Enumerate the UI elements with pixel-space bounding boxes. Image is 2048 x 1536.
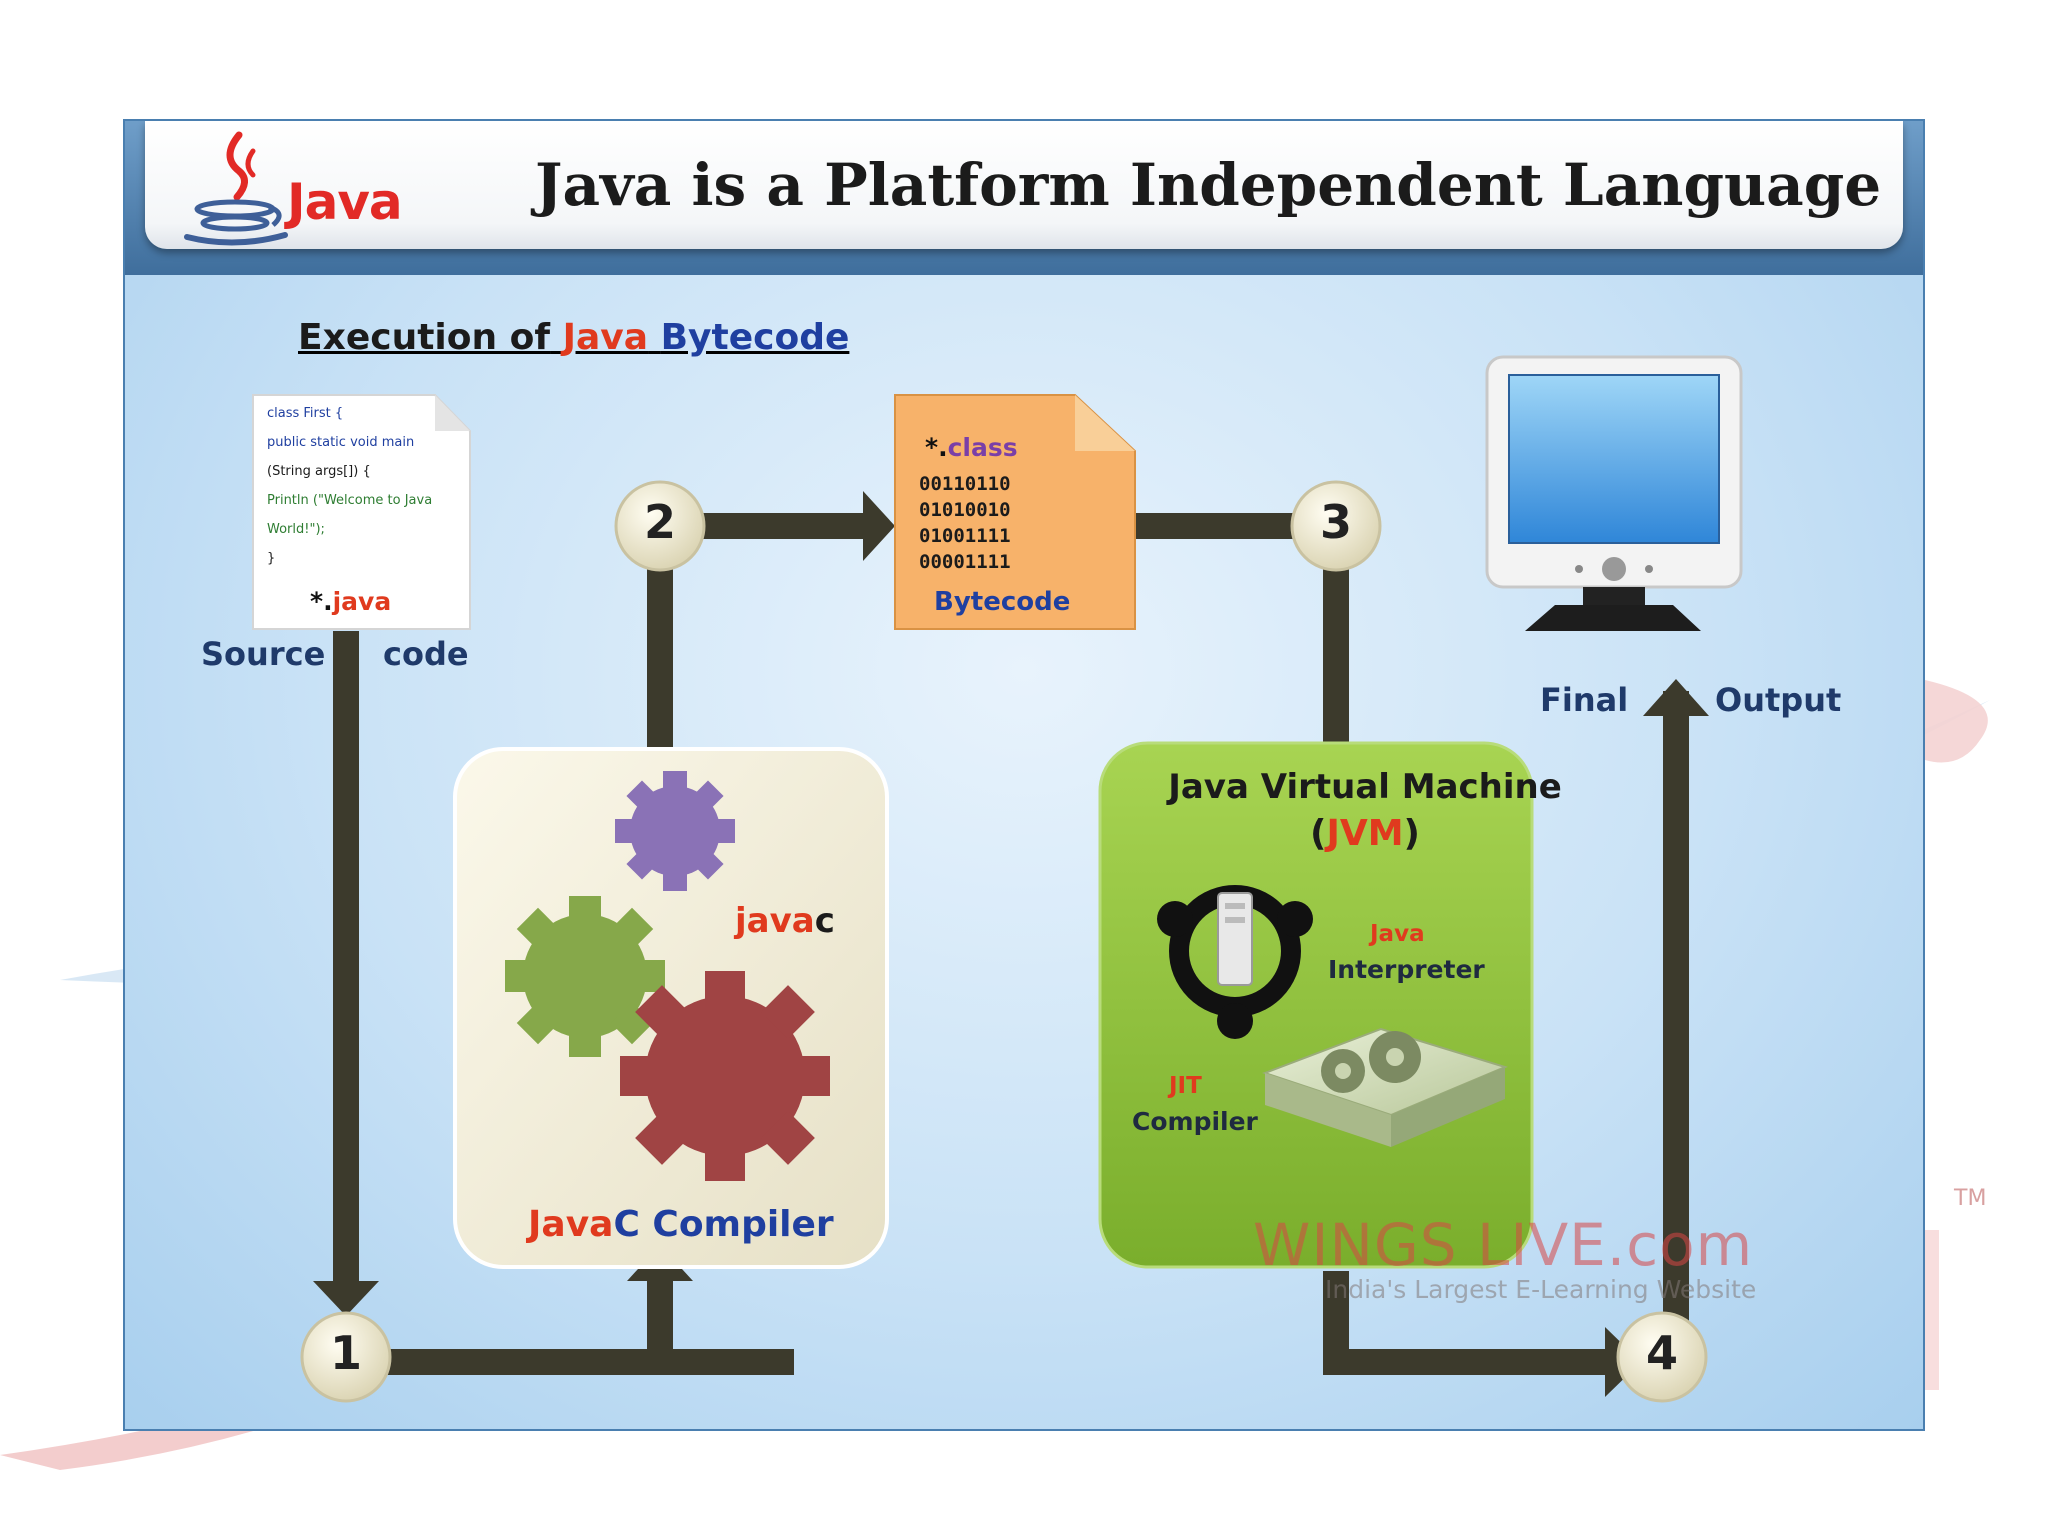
interpreter-label: Interpreter	[1328, 955, 1485, 984]
arrow-head-up-output	[1643, 679, 1709, 716]
final-label: Final	[1540, 681, 1629, 719]
bit-row: 01001111	[919, 525, 1011, 547]
jvm-abbr: (JVM)	[1145, 813, 1585, 854]
header-inner: Java Java is a Platform Independent Lang…	[145, 121, 1903, 249]
code-line: (String args[]) {	[267, 464, 371, 479]
ext-star: *.	[310, 587, 333, 616]
code-line: public static void main	[267, 435, 415, 450]
step-circle-1	[300, 1311, 392, 1403]
source-code-text: class First { public static void main (S…	[267, 399, 467, 573]
code-line: class First {	[267, 406, 344, 421]
bytecode-label: Bytecode	[934, 587, 1071, 617]
arrow-head-down-1	[313, 1281, 379, 1316]
jvm-paren-close: )	[1403, 813, 1420, 854]
watermark-subtext: India's Largest E-Learning Website	[1325, 1275, 1757, 1304]
diagram-subtitle: Execution of Java Bytecode	[298, 317, 849, 358]
jvm-paren-open: (	[1310, 813, 1327, 854]
jvm-title: Java Virtual Machine	[1168, 767, 1562, 807]
subtitle-part-1: Execution of	[298, 317, 551, 358]
flow-diagram	[252, 355, 1743, 1403]
javac-part-b: c	[814, 901, 835, 941]
trademark-mark: TM	[1954, 1186, 1987, 1211]
step-circle-4	[1616, 1311, 1708, 1403]
java-logo-text: Java	[287, 173, 403, 231]
ext-star: *.	[925, 433, 948, 462]
ext-class: class	[947, 433, 1018, 462]
step-number-2: 2	[643, 495, 676, 549]
bit-row: 00001111	[919, 551, 1011, 573]
interpreter-label-java: Java	[1370, 921, 1425, 947]
java-extension-label: *.java	[310, 587, 391, 616]
jit-compiler-label: Compiler	[1132, 1107, 1258, 1136]
jit-compiler-chip-icon	[1262, 1027, 1508, 1147]
step-circle-2	[614, 480, 706, 572]
monitor-icon	[1485, 355, 1743, 631]
slide-panel: Java Java is a Platform Independent Lang…	[123, 119, 1925, 1431]
java-cup-icon	[184, 131, 288, 246]
watermark-text: WINGS LIVE.com	[1253, 1211, 1754, 1279]
ext-java: java	[332, 587, 392, 616]
page-title: Java is a Platform Independent Language	[535, 151, 1882, 219]
code-line: World!");	[267, 522, 325, 537]
jit-label: JIT	[1169, 1073, 1202, 1099]
code-line: }	[267, 551, 276, 566]
bytecode-file-doc	[894, 394, 1136, 630]
javac-compiler-label: JavaC Compiler	[528, 1204, 834, 1245]
source-label: Source	[201, 635, 326, 673]
code-label: code	[383, 635, 469, 673]
class-extension-label: *.class	[925, 433, 1018, 462]
source-file-doc	[252, 394, 471, 630]
gear-icon	[505, 896, 665, 1057]
bit-row: 01010010	[919, 499, 1011, 521]
compiler-part-a: Java	[528, 1204, 614, 1245]
gear-icon	[620, 971, 830, 1181]
arrow-head-right-bytecode	[863, 491, 895, 561]
bytecode-bits: 00110110 01010010 01001111 00001111	[919, 471, 1011, 575]
step-number-3: 3	[1319, 495, 1352, 549]
step-number-1: 1	[329, 1326, 362, 1380]
jvm-abbr-text: JVM	[1326, 813, 1404, 854]
step-number-4: 4	[1645, 1326, 1678, 1380]
javac-part-a: java	[735, 901, 815, 941]
interpreter-icon	[1157, 885, 1313, 1039]
output-label: Output	[1715, 681, 1842, 719]
subtitle-part-3: Bytecode	[660, 317, 850, 358]
header-bar: Java Java is a Platform Independent Lang…	[125, 121, 1923, 275]
code-line: Println ("Welcome to Java	[267, 493, 433, 508]
step-circle-3	[1290, 480, 1382, 572]
javac-gear-label: javac	[735, 901, 835, 941]
subtitle-part-2: Java	[562, 317, 649, 358]
jvm-panel	[1098, 741, 1534, 1269]
compiler-part-b: C Compiler	[613, 1204, 834, 1245]
bit-row: 00110110	[919, 473, 1011, 495]
